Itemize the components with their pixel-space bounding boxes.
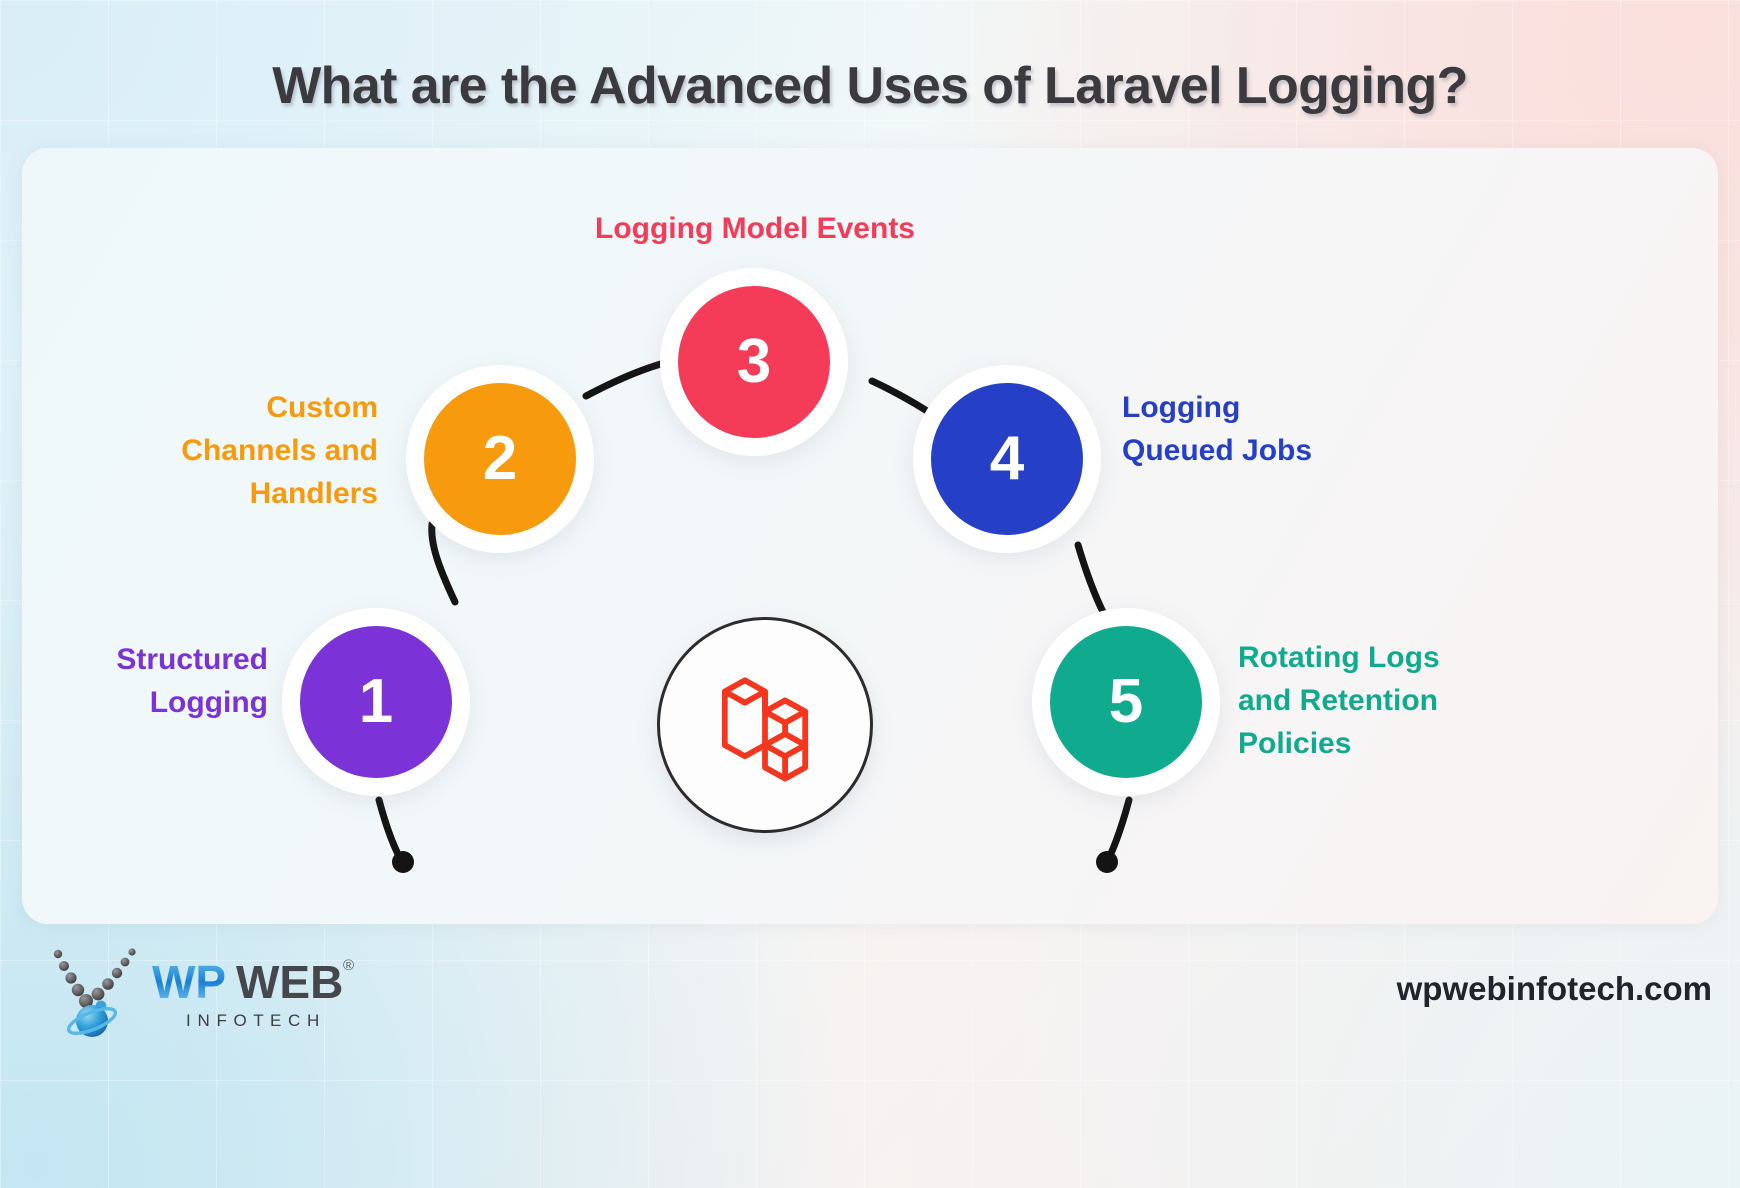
step-node-4[interactable]: 4: [913, 365, 1101, 553]
logo-web-text: WEB: [236, 956, 343, 1008]
logo-registered-mark: ®: [343, 957, 354, 974]
laravel-logo-badge: [657, 617, 873, 833]
footer-logo: WP WEB ® I N F O T E C H: [40, 942, 370, 1052]
step-label-3: Logging Model Events: [595, 212, 915, 245]
step-node-2[interactable]: 2: [406, 365, 594, 553]
step-number-2: 2: [424, 383, 576, 535]
step-number-1: 1: [300, 626, 452, 778]
logo-wp-text: WP: [152, 956, 226, 1008]
step-number-5: 5: [1050, 626, 1202, 778]
diagram-card: [22, 148, 1718, 924]
step-node-5[interactable]: 5: [1032, 608, 1220, 796]
laravel-logo-icon: [721, 677, 809, 782]
step-number-4: 4: [931, 383, 1083, 535]
logo-tagline: I N F O T E C H: [186, 1011, 320, 1030]
page-title: What are the Advanced Uses of Laravel Lo…: [272, 57, 1468, 115]
website-url: wpwebinfotech.com: [1396, 970, 1712, 1007]
step-number-3: 3: [678, 286, 830, 438]
step-node-1[interactable]: 1: [282, 608, 470, 796]
step-node-3[interactable]: 3: [660, 268, 848, 456]
wpweb-planet-icon: [53, 948, 136, 1037]
